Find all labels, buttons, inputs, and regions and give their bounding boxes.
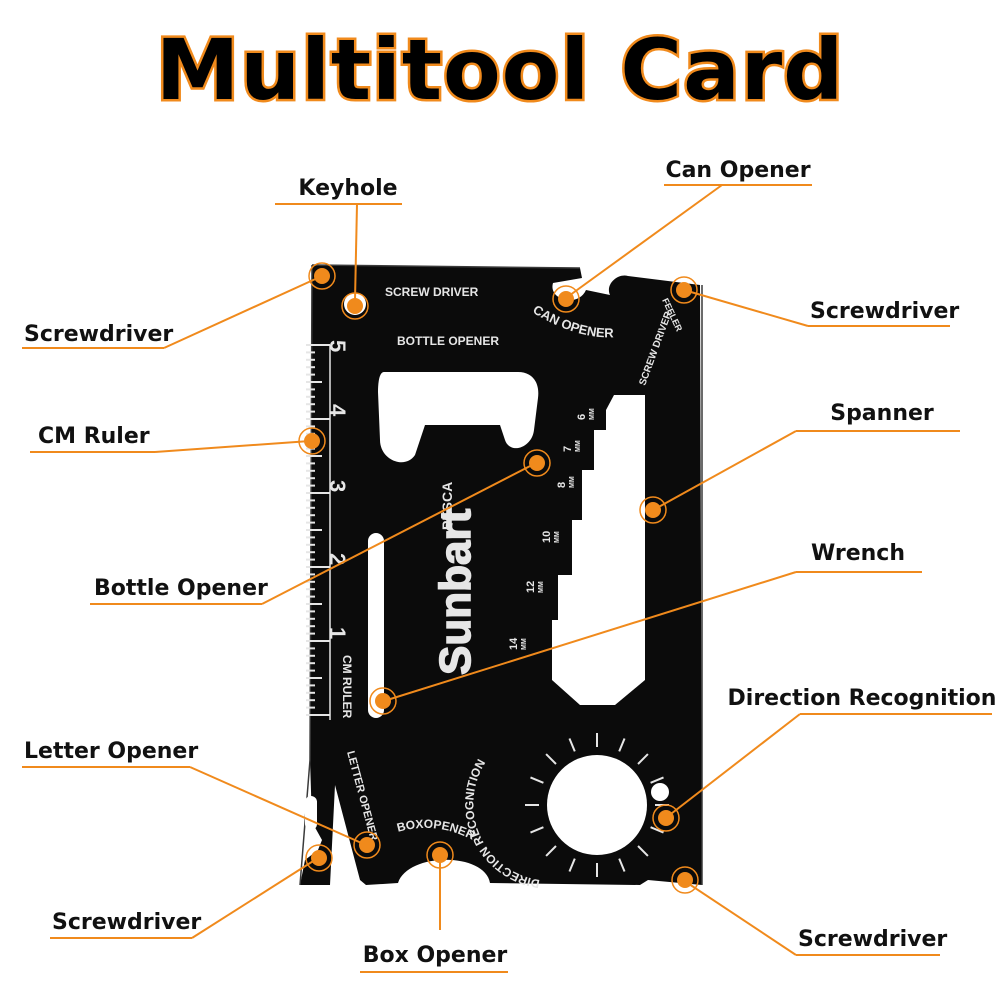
compass-tick — [545, 845, 557, 857]
compass-tick — [568, 738, 576, 752]
wrench-size-unit: MM — [589, 408, 596, 420]
compass-tick — [650, 776, 664, 784]
multitool-card: 5 4 3 2 1 CM RULER SCREW DRIVER BOTTLE O… — [299, 264, 703, 891]
callout-screwdriver-bottom-left: Screwdriver — [50, 844, 333, 939]
brand-subtitle: PESCA — [439, 482, 455, 530]
ruler-number: 5 — [325, 340, 350, 352]
callout-label: Bottle Opener — [94, 576, 268, 601]
callout-label: Screwdriver — [24, 322, 173, 347]
callout-keyhole: Keyhole — [275, 176, 402, 320]
callout-label: Can Opener — [665, 158, 810, 183]
callout-cm-ruler: CM Ruler — [30, 424, 326, 455]
ruler-ticks — [306, 344, 330, 716]
callout-bottle-opener: Bottle Opener — [90, 449, 551, 605]
compass-ticks — [525, 733, 669, 877]
callouts: Keyhole Can Opener Screwdriver — [22, 158, 997, 973]
callout-screwdriver-top-right: Screwdriver — [670, 276, 959, 327]
compass-tick — [530, 776, 544, 784]
ruler-number: 3 — [325, 480, 350, 492]
wrench-size-number: 6 — [576, 414, 588, 420]
wrench-size-unit: MM — [554, 531, 561, 543]
callout-label: Spanner — [830, 401, 934, 426]
compass-tick — [530, 826, 544, 834]
callout-spanner: Spanner — [639, 401, 960, 524]
callout-box-opener: Box Opener — [360, 841, 508, 973]
ruler-number: 4 — [325, 404, 350, 417]
screw-driver-text: SCREW DRIVER — [385, 285, 479, 299]
callout-wrench: Wrench — [369, 541, 922, 715]
callout-direction-recognition: Direction Recognition — [652, 686, 997, 832]
compass-tick — [637, 845, 649, 857]
ruler-number: 2 — [325, 553, 350, 565]
compass-tick — [637, 753, 649, 765]
callout-label: Screwdriver — [810, 299, 959, 324]
bottle-opener-text: BOTTLE OPENER — [397, 334, 499, 348]
bottle-opener-cutout — [378, 372, 539, 463]
wrench-size-number: 8 — [556, 482, 568, 488]
compass-hole — [547, 755, 647, 855]
compass-tick — [618, 858, 626, 872]
wrench-size-number: 7 — [562, 446, 574, 452]
marker-dot — [347, 298, 363, 314]
compass-tick — [568, 858, 576, 872]
callout-label: Direction Recognition — [728, 686, 997, 711]
compass-tick — [545, 753, 557, 765]
wrench-size-unit: MM — [521, 638, 528, 650]
callout-label: Letter Opener — [24, 739, 198, 764]
callout-screwdriver-bottom-right: Screwdriver — [671, 866, 947, 956]
callout-label: Wrench — [811, 541, 905, 566]
ruler-numbers: 5 4 3 2 1 — [325, 340, 350, 639]
callout-screwdriver-top-left: Screwdriver — [22, 262, 336, 349]
brand-logo: Sunbart — [431, 508, 480, 675]
callout-label: Box Opener — [363, 943, 508, 968]
callout-label: Keyhole — [298, 176, 397, 201]
wrench-size-unit: MM — [569, 476, 576, 488]
wrench-size-unit: MM — [575, 440, 582, 452]
callout-letter-opener: Letter Opener — [22, 739, 381, 859]
callout-can-opener: Can Opener — [552, 158, 812, 313]
page-title: Multitool Card — [153, 19, 846, 122]
wrench-size-number: 12 — [525, 581, 537, 593]
wrench-size-number: 10 — [541, 531, 553, 543]
wrench-size-unit: MM — [538, 581, 545, 593]
wrench-size-number: 14 — [508, 637, 520, 650]
callout-label: CM Ruler — [38, 424, 150, 449]
compass-tick — [618, 738, 626, 752]
ruler-number: 1 — [325, 627, 350, 639]
callout-label: Screwdriver — [798, 927, 947, 952]
compass-tick — [650, 826, 664, 834]
letter-slot — [368, 533, 384, 718]
cm-ruler-text: CM RULER — [340, 655, 354, 719]
callout-label: Screwdriver — [52, 910, 201, 935]
